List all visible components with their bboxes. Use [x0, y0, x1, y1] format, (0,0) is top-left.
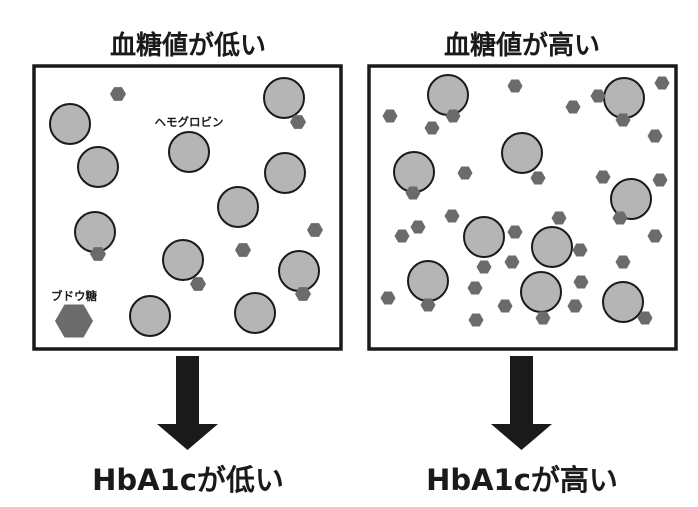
right-glucose-molecule	[497, 299, 513, 313]
right-glucose-molecule	[507, 225, 523, 239]
right-hemoglobin-molecule	[602, 281, 644, 323]
right-glucose-molecule	[444, 209, 460, 223]
right-glucose-molecule	[530, 171, 546, 185]
left-glucose-molecule	[110, 87, 126, 101]
left-hemoglobin-molecule	[264, 152, 306, 194]
right-glucose-molecule	[615, 113, 631, 127]
right-hemoglobin-molecule	[531, 226, 573, 268]
right-hemoglobin-molecule	[427, 74, 469, 116]
right-panel-title: 血糖値が高い	[444, 30, 600, 61]
right-glucose-molecule	[595, 170, 611, 184]
right-glucose-molecule	[654, 76, 670, 90]
glucose-label: ブドウ糖	[51, 289, 97, 303]
right-glucose-molecule	[615, 255, 631, 269]
right-glucose-molecule	[637, 311, 653, 325]
right-glucose-molecule	[468, 313, 484, 327]
right-hemoglobin-molecule	[463, 216, 505, 258]
right-glucose-molecule	[457, 166, 473, 180]
left-hemoglobin-molecule	[168, 131, 210, 173]
right-panel-molecules	[380, 74, 670, 327]
right-glucose-molecule	[394, 229, 410, 243]
right-glucose-molecule	[380, 291, 396, 305]
right-glucose-molecule	[652, 173, 668, 187]
left-glucose-molecule	[295, 287, 311, 301]
right-hemoglobin-molecule	[393, 151, 435, 193]
left-hemoglobin-molecule	[263, 77, 305, 119]
right-hemoglobin-molecule	[407, 260, 449, 302]
right-glucose-molecule	[567, 299, 583, 313]
left-hemoglobin-molecule	[74, 211, 116, 253]
right-glucose-molecule	[573, 275, 589, 289]
right-hemoglobin-molecule	[501, 132, 543, 174]
right-glucose-molecule	[565, 100, 581, 114]
right-glucose-molecule	[647, 229, 663, 243]
right-down-arrow	[491, 356, 552, 450]
left-glucose-molecule	[307, 223, 323, 237]
right-hemoglobin-molecule	[603, 77, 645, 119]
left-hemoglobin-molecule	[234, 292, 276, 334]
right-glucose-molecule	[445, 109, 461, 123]
left-hemoglobin-molecule	[217, 186, 259, 228]
left-glucose-molecule	[235, 243, 251, 257]
right-glucose-molecule	[476, 260, 492, 274]
right-result-label: HbA1cが高い	[426, 463, 618, 497]
right-glucose-molecule	[590, 89, 606, 103]
right-glucose-molecule	[467, 281, 483, 295]
left-hemoglobin-molecule	[129, 295, 171, 337]
right-glucose-molecule	[410, 220, 426, 234]
right-glucose-molecule	[572, 243, 588, 257]
left-result-label: HbA1cが低い	[92, 463, 284, 497]
right-hemoglobin-molecule	[520, 271, 562, 313]
right-glucose-molecule	[504, 255, 520, 269]
right-hemoglobin-molecule	[610, 178, 652, 220]
right-glucose-molecule	[420, 298, 436, 312]
left-glucose-molecule	[190, 277, 206, 291]
left-panel-molecules	[49, 77, 323, 338]
hemoglobin-label: ヘモグロビン	[155, 115, 224, 129]
left-hemoglobin-molecule	[49, 103, 91, 145]
right-glucose-molecule	[612, 211, 628, 225]
left-glucose-molecule	[290, 115, 306, 129]
right-glucose-molecule	[647, 129, 663, 143]
left-hemoglobin-molecule	[278, 250, 320, 292]
left-hemoglobin-molecule	[77, 146, 119, 188]
right-glucose-molecule	[535, 311, 551, 325]
right-glucose-molecule	[382, 109, 398, 123]
right-glucose-molecule	[405, 186, 421, 200]
right-glucose-molecule	[507, 79, 523, 93]
right-glucose-molecule	[424, 121, 440, 135]
right-glucose-molecule	[551, 211, 567, 225]
left-hemoglobin-molecule	[162, 239, 204, 281]
left-down-arrow	[157, 356, 218, 450]
left-panel-title: 血糖値が低い	[110, 30, 266, 61]
left-glucose-molecule	[55, 304, 93, 338]
left-glucose-molecule	[90, 247, 106, 261]
